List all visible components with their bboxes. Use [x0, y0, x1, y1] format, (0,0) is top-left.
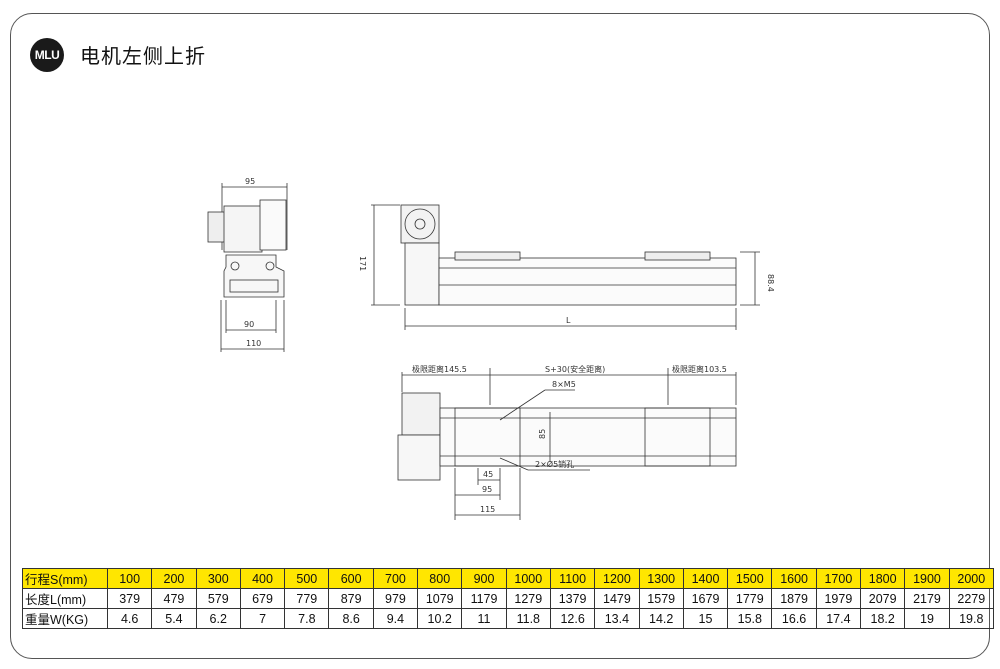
side-view — [207, 183, 288, 352]
dim-limit-right: 极限距离103.5 — [672, 364, 727, 374]
spec-cell: 479 — [151, 588, 197, 609]
spec-cell: 19 — [904, 608, 950, 629]
spec-cell: 700 — [372, 568, 419, 589]
spec-row-label: 行程S(mm) — [22, 568, 108, 589]
spec-cell: 1500 — [727, 568, 773, 589]
dim-front-height: 171 — [358, 256, 367, 271]
spec-card — [10, 13, 990, 659]
spec-cell: 200 — [151, 568, 197, 589]
spec-cell: 400 — [239, 568, 286, 589]
spec-cell: 1679 — [682, 588, 729, 609]
dim-front-length: L — [566, 316, 571, 325]
spec-cell: 1779 — [727, 588, 773, 609]
page-title: 电机左侧上折 — [80, 44, 206, 68]
spec-cell: 9.4 — [372, 608, 419, 629]
spec-cell: 1000 — [505, 568, 551, 589]
spec-cell: 379 — [106, 588, 153, 609]
spec-cell: 1100 — [549, 568, 596, 589]
spec-cell: 900 — [461, 568, 507, 589]
spec-cell: 11 — [461, 608, 507, 629]
spec-cell: 15.8 — [727, 608, 773, 629]
spec-cell: 16.6 — [771, 608, 817, 629]
spec-cell: 1479 — [594, 588, 640, 609]
spec-cell: 2179 — [904, 588, 950, 609]
spec-cell: 7.8 — [284, 608, 330, 629]
spec-cell: 1979 — [815, 588, 862, 609]
spec-cell: 14.2 — [638, 608, 684, 629]
dim-width: 85 — [538, 429, 547, 439]
spec-cell: 12.6 — [549, 608, 596, 629]
dim-offset-2: 95 — [482, 485, 492, 494]
top-view — [397, 368, 737, 520]
spec-cell: 10.2 — [417, 608, 463, 629]
spec-cell: 1900 — [904, 568, 950, 589]
spec-cell: 8.6 — [328, 608, 374, 629]
spec-cell: 100 — [106, 568, 153, 589]
spec-cell: 1300 — [638, 568, 684, 589]
spec-cell: 15 — [682, 608, 729, 629]
spec-cell: 2079 — [860, 588, 906, 609]
spec-cell: 1279 — [505, 588, 551, 609]
spec-cell: 579 — [195, 588, 241, 609]
spec-cell: 1200 — [594, 568, 640, 589]
spec-cell: 11.8 — [505, 608, 551, 629]
front-view — [371, 204, 760, 330]
spec-cell: 1079 — [417, 588, 463, 609]
spec-cell: 18.2 — [860, 608, 906, 629]
dim-side-top: 95 — [245, 177, 255, 186]
spec-cell: 879 — [328, 588, 374, 609]
dim-screw-holes: 8×M5 — [552, 380, 576, 389]
spec-cell: 300 — [195, 568, 241, 589]
spec-cell: 979 — [372, 588, 419, 609]
spec-cell: 7 — [239, 608, 286, 629]
series-badge: MLU — [30, 38, 64, 72]
spec-cell: 2000 — [948, 568, 994, 589]
spec-cell: 1379 — [549, 588, 596, 609]
spec-cell: 679 — [239, 588, 286, 609]
spec-cell: 800 — [417, 568, 463, 589]
spec-cell: 19.8 — [948, 608, 994, 629]
dim-front-rail-height: 88.4 — [766, 274, 775, 292]
spec-cell: 6.2 — [195, 608, 241, 629]
spec-cell: 13.4 — [594, 608, 640, 629]
spec-row-label: 长度L(mm) — [22, 588, 108, 609]
dim-limit-left: 极限距离145.5 — [412, 364, 467, 374]
dim-offset-3: 115 — [480, 505, 495, 514]
spec-cell: 17.4 — [815, 608, 862, 629]
dim-side-bottom-2: 110 — [246, 339, 261, 348]
dim-safe-distance: S+30(安全距离) — [545, 364, 605, 374]
spec-cell: 1579 — [638, 588, 684, 609]
spec-cell: 1700 — [815, 568, 862, 589]
spec-cell: 1400 — [682, 568, 729, 589]
dim-side-bottom-1: 90 — [244, 320, 254, 329]
spec-cell: 1600 — [771, 568, 817, 589]
spec-cell: 4.6 — [106, 608, 153, 629]
spec-cell: 1879 — [771, 588, 817, 609]
spec-cell: 1179 — [461, 588, 507, 609]
spec-cell: 500 — [284, 568, 330, 589]
spec-cell: 600 — [328, 568, 374, 589]
spec-cell: 5.4 — [151, 608, 197, 629]
spec-cell: 2279 — [948, 588, 994, 609]
dim-pin-holes: 2×Ø5销孔 — [535, 459, 574, 469]
spec-cell: 1800 — [860, 568, 906, 589]
dim-offset-1: 45 — [483, 470, 493, 479]
spec-cell: 779 — [284, 588, 330, 609]
spec-row-label: 重量W(KG) — [22, 608, 108, 629]
